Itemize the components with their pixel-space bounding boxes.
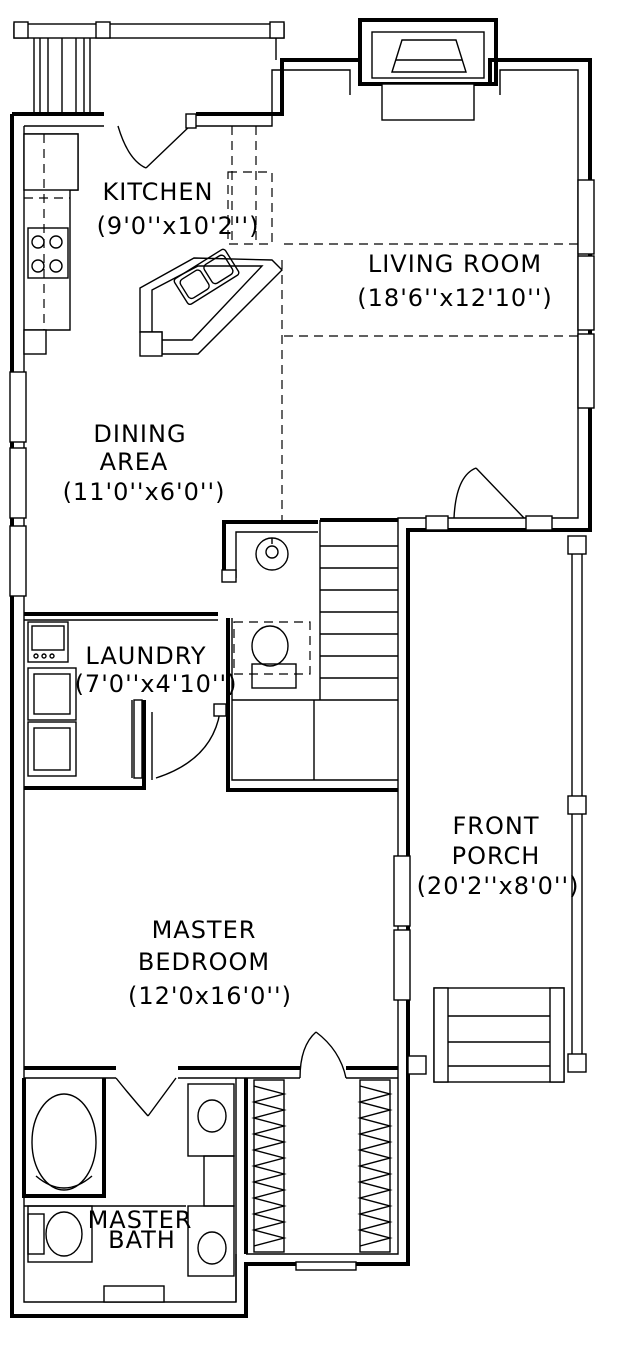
laundry-dims: (7'0''x4'10'') bbox=[75, 670, 238, 698]
dining-dims: (11'0''x6'0'') bbox=[63, 478, 226, 506]
windows bbox=[9, 179, 595, 1303]
master-suite bbox=[24, 1031, 398, 1117]
back-deck bbox=[13, 21, 285, 114]
kitchen-label: KITCHEN bbox=[103, 178, 214, 206]
laundry-label: LAUNDRY bbox=[85, 642, 206, 670]
living-room-dims: (18'6''x12'10'') bbox=[357, 284, 552, 312]
room-labels: KITCHEN (9'0''x10'2'') LIVING ROOM (18'6… bbox=[63, 178, 580, 1254]
kitchen-dims: (9'0''x10'2'') bbox=[97, 212, 260, 240]
dining-label: DINING bbox=[93, 420, 186, 448]
master-bedroom-label-2: BEDROOM bbox=[138, 948, 270, 976]
master-bedroom-label: MASTER bbox=[152, 916, 257, 944]
front-porch-dims: (20'2''x8'0'') bbox=[417, 872, 580, 900]
living-room-markings bbox=[281, 243, 578, 520]
dining-label-2: AREA bbox=[100, 448, 169, 476]
front-porch-label-2: PORCH bbox=[452, 842, 541, 870]
stairs bbox=[232, 518, 398, 780]
laundry bbox=[24, 612, 227, 790]
master-bath-label-2: BATH bbox=[108, 1226, 176, 1254]
kitchen bbox=[23, 113, 283, 357]
walk-in-closet bbox=[251, 1079, 393, 1253]
fireplace bbox=[358, 18, 498, 121]
living-room-label: LIVING ROOM bbox=[368, 250, 542, 278]
master-bath-label: MASTER bbox=[88, 1206, 193, 1234]
master-bedroom-dims: (12'0x16'0'') bbox=[128, 982, 292, 1010]
powder-room bbox=[221, 520, 398, 792]
front-porch bbox=[407, 535, 587, 1083]
master-bath bbox=[22, 1078, 248, 1302]
front-porch-label: FRONT bbox=[453, 812, 540, 840]
